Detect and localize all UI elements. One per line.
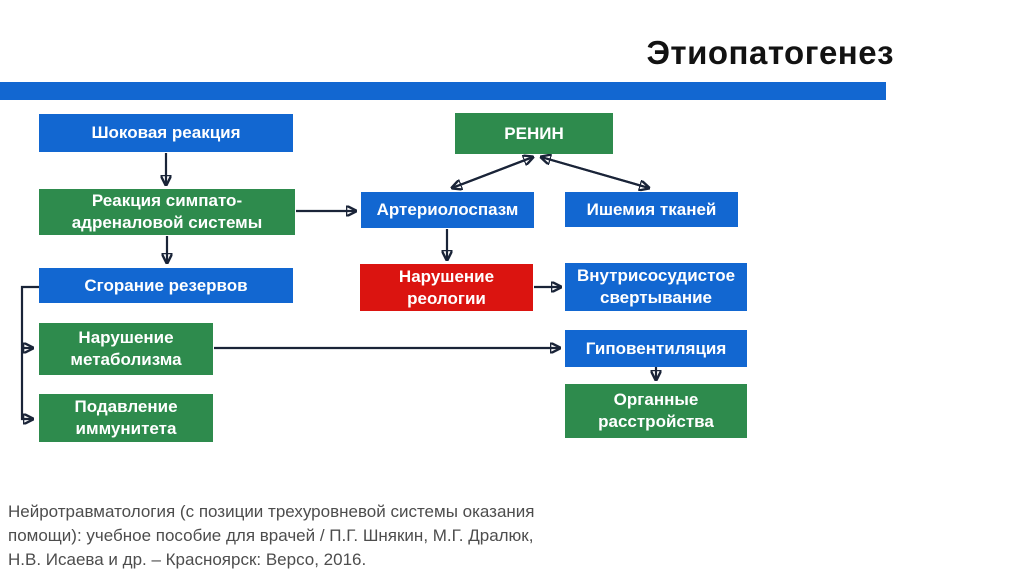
node-immunity-suppression: Подавление иммунитета bbox=[39, 394, 213, 442]
slide-title: Этиопатогенез bbox=[646, 34, 894, 71]
arrow-renin-arteriolospasm-up bbox=[451, 157, 533, 190]
node-hypoventilation: Гиповентиляция bbox=[565, 330, 747, 367]
node-tissue-ischemia: Ишемия тканей bbox=[565, 192, 738, 227]
node-metabolism-disorder: Нарушение метаболизма bbox=[39, 323, 213, 375]
arrow-reserves-to-immunity-bracket bbox=[20, 285, 39, 419]
node-sympathoadrenal-reaction: Реакция симпато-адреналовой системы bbox=[39, 189, 295, 235]
node-reserve-burnout: Сгорание резервов bbox=[39, 268, 293, 303]
citation: Нейротравматология (с позиции трехуровне… bbox=[8, 500, 535, 572]
node-intravascular-coagulation: Внутрисосудистое свертывание bbox=[565, 263, 747, 311]
node-shock-reaction: Шоковая реакция bbox=[39, 114, 293, 152]
node-organ-disorders: Органные расстройства bbox=[565, 384, 747, 438]
node-renin: РЕНИН bbox=[455, 113, 613, 154]
node-rheology-disorder: Нарушение реологии bbox=[360, 264, 533, 311]
citation-line: Н.В. Исаева и др. – Красноярск: Версо, 2… bbox=[8, 550, 367, 569]
node-arteriolospasm: Артериолоспазм bbox=[361, 192, 534, 228]
accent-bar bbox=[0, 82, 886, 100]
citation-line: Нейротравматология (с позиции трехуровне… bbox=[8, 502, 535, 521]
citation-line: помощи): учебное пособие для врачей / П.… bbox=[8, 526, 534, 545]
arrow-renin-arteriolospasm-down bbox=[452, 155, 534, 188]
arrow-renin-ischemia-up bbox=[541, 157, 650, 190]
arrow-renin-ischemia-down bbox=[540, 155, 649, 188]
